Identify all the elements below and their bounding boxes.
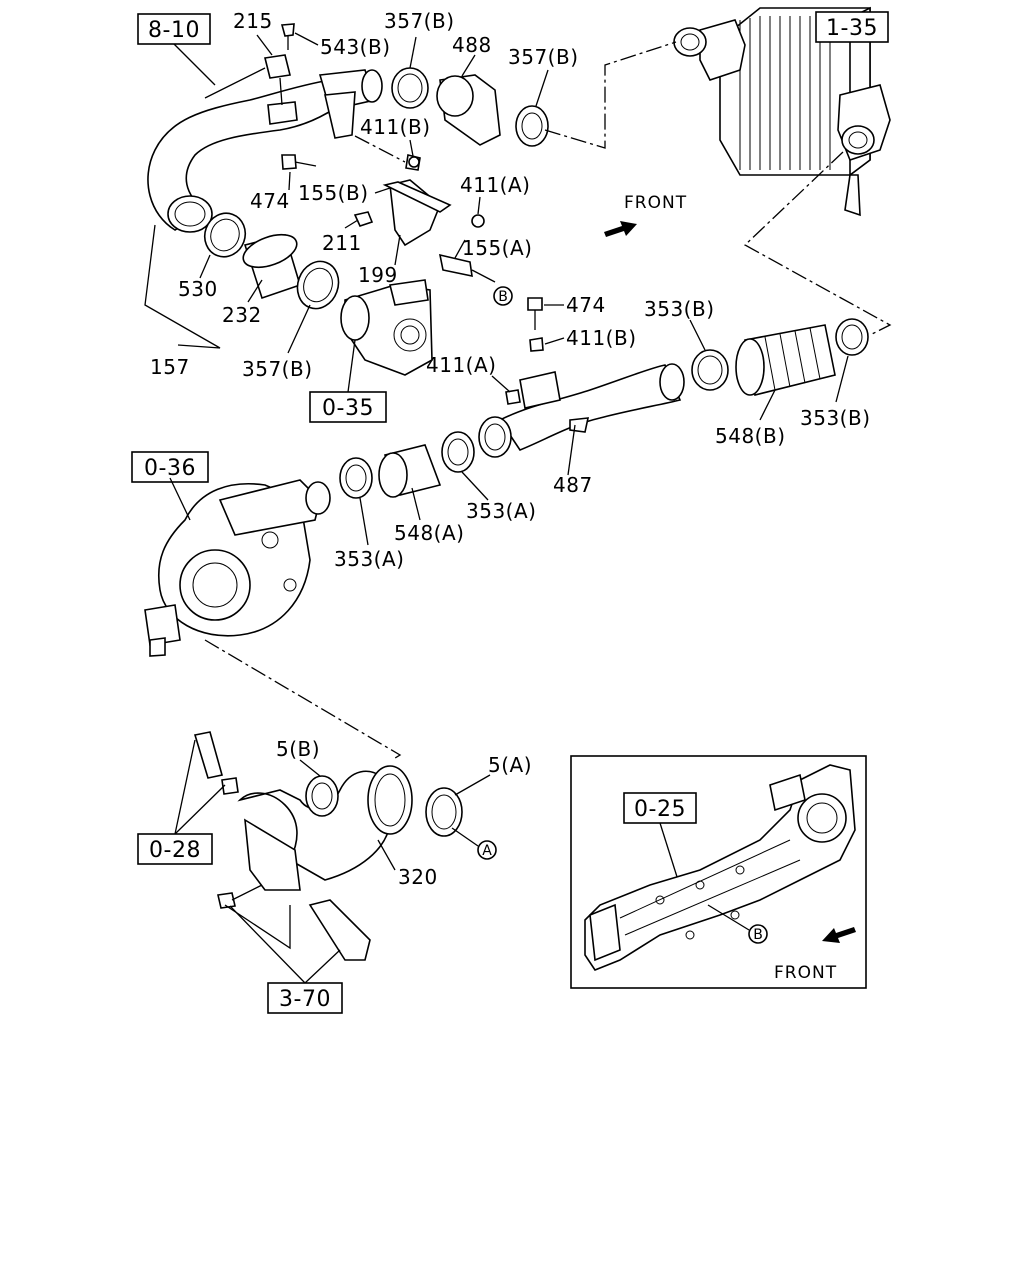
part-labels: 215 543(B) 357(B) 488 357(B) 411(B) 474 … <box>150 9 871 889</box>
label-353a-left: 353(A) <box>334 547 404 571</box>
hose-548a <box>339 431 475 499</box>
label-543b: 543(B) <box>320 35 391 59</box>
marker-a: A <box>451 827 497 860</box>
label-411b-top: 411(B) <box>360 115 431 139</box>
label-411b-mid: 411(B) <box>566 326 637 350</box>
label-357b-right: 357(B) <box>508 45 579 69</box>
svg-text:0-36: 0-36 <box>144 456 196 481</box>
label-357b-low: 357(B) <box>242 357 313 381</box>
ref-8-10: 8-10 <box>137 13 211 45</box>
ref-0-35: 0-35 <box>309 391 387 423</box>
pipe-488 <box>391 67 549 147</box>
label-530: 530 <box>178 277 218 301</box>
svg-text:8-10: 8-10 <box>148 18 200 43</box>
front-arrow-inset-icon <box>822 927 856 943</box>
front-arrow-icon <box>604 221 637 237</box>
hose-548b <box>691 318 869 396</box>
svg-text:B: B <box>753 927 763 943</box>
marker-b-main: B <box>493 286 513 306</box>
hose-232-clamps <box>203 212 340 310</box>
label-487: 487 <box>553 473 593 497</box>
turbocharger <box>144 479 331 657</box>
label-474-left: 474 <box>250 189 290 213</box>
svg-text:A: A <box>482 843 492 859</box>
label-211: 211 <box>322 231 362 255</box>
label-155a: 155(A) <box>462 236 532 260</box>
label-357b-top: 357(B) <box>384 9 455 33</box>
label-157: 157 <box>150 355 190 379</box>
label-155b: 155(B) <box>298 181 369 205</box>
label-411a-top: 411(A) <box>460 173 530 197</box>
front-indicator-main: FRONT <box>604 193 687 237</box>
ref-0-36: 0-36 <box>131 451 209 483</box>
label-320: 320 <box>398 865 438 889</box>
ref-3-70: 3-70 <box>267 982 343 1014</box>
connection-lines <box>204 41 892 761</box>
label-353b-right: 353(B) <box>800 406 871 430</box>
label-5b: 5(B) <box>276 737 320 761</box>
svg-text:0-28: 0-28 <box>149 838 201 863</box>
mid-fasteners <box>505 297 544 405</box>
svg-text:FRONT: FRONT <box>774 963 837 983</box>
label-474-mid: 474 <box>566 293 606 317</box>
leader-lines <box>144 32 849 984</box>
exhaust-pipe-320 <box>193 731 463 961</box>
ref-1-35: 1-35 <box>815 11 889 43</box>
upper-hose-assembly <box>147 23 383 233</box>
label-353a-right: 353(A) <box>466 499 536 523</box>
bracket-199 <box>353 154 496 283</box>
label-488: 488 <box>452 33 492 57</box>
label-215: 215 <box>233 9 273 33</box>
svg-text:FRONT: FRONT <box>624 193 687 213</box>
svg-text:0-25: 0-25 <box>634 797 686 822</box>
svg-text:0-35: 0-35 <box>322 396 374 421</box>
label-199: 199 <box>358 263 398 287</box>
inset-intake-manifold: 0-25 B FRONT <box>570 755 867 989</box>
svg-text:3-70: 3-70 <box>279 987 331 1012</box>
svg-text:1-35: 1-35 <box>826 16 878 41</box>
label-232: 232 <box>222 303 262 327</box>
pipe-487 <box>478 363 685 458</box>
ref-0-28: 0-28 <box>137 833 213 865</box>
label-5a: 5(A) <box>488 753 532 777</box>
label-548b: 548(B) <box>715 424 786 448</box>
intercooler <box>673 6 891 217</box>
label-411a-mid: 411(A) <box>426 353 496 377</box>
throttle-body <box>340 279 433 376</box>
label-548a: 548(A) <box>394 521 464 545</box>
label-353b-top: 353(B) <box>644 297 715 321</box>
svg-text:B: B <box>498 289 508 305</box>
